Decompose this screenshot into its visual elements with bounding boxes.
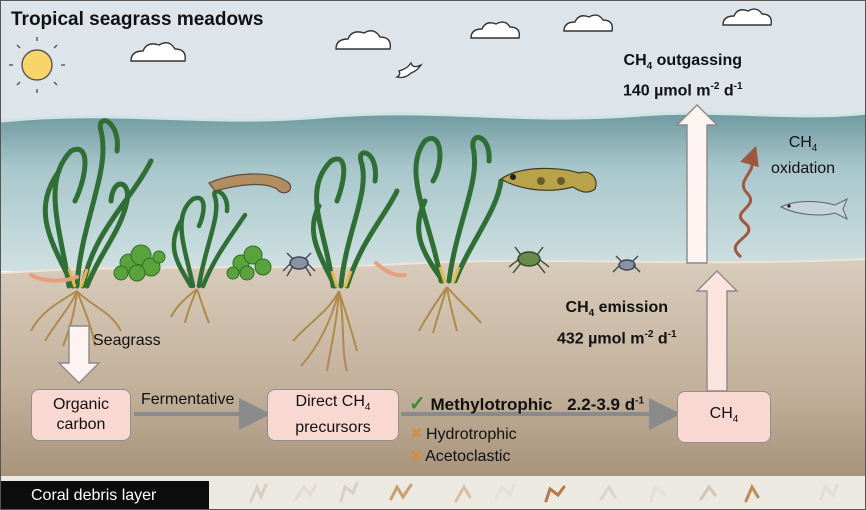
check-icon: ✓ bbox=[409, 393, 426, 415]
acetoclastic-row: × Acetoclastic bbox=[411, 445, 510, 466]
emission-arrow bbox=[695, 270, 739, 392]
outgassing-arrow bbox=[675, 104, 719, 264]
water bbox=[1, 113, 865, 271]
crab-icon-3 bbox=[612, 255, 641, 273]
sun-icon bbox=[9, 37, 65, 93]
seagrass-plant-2 bbox=[170, 189, 248, 324]
small-fish-icon bbox=[779, 197, 848, 221]
goby-fish-icon bbox=[499, 167, 597, 193]
methane-box: CH4 bbox=[677, 391, 771, 443]
organic-carbon-box: Organic carbon bbox=[31, 389, 131, 441]
seagrass-plant-1 bbox=[30, 118, 154, 347]
seagrass-label: Seagrass bbox=[93, 332, 161, 349]
worm-icon-2 bbox=[374, 261, 407, 278]
coral-fragments bbox=[249, 481, 839, 503]
fermentative-label: Fermentative bbox=[141, 391, 235, 408]
acetoclastic-label: Acetoclastic bbox=[425, 448, 511, 465]
oxidation-label: CH4 oxidation bbox=[771, 134, 836, 178]
outgassing-label: CH4 outgassing 140 µmol m-2 d-1 bbox=[623, 52, 743, 100]
sky bbox=[1, 1, 865, 131]
organic-carbon-line2: carbon bbox=[56, 416, 106, 433]
methylotrophic-rate: 2.2-3.9 d-1 bbox=[567, 395, 645, 414]
seagrass-plant-4 bbox=[413, 135, 504, 334]
clouds bbox=[130, 8, 772, 62]
crab-icon-1 bbox=[282, 252, 316, 277]
methylotrophic-label: Methylotrophic bbox=[430, 395, 553, 414]
organic-carbon-line1: Organic bbox=[52, 396, 110, 413]
water-surface-line bbox=[1, 111, 865, 123]
emission-label: CH4 emission 432 µmol m-2 d-1 bbox=[557, 299, 677, 348]
hydrotrophic-row: × Hydrotrophic bbox=[411, 423, 517, 444]
cross-icon: × bbox=[411, 445, 422, 465]
diagram-title: Tropical seagrass meadows bbox=[11, 9, 264, 30]
oxidation-arrow-icon bbox=[733, 145, 759, 259]
coral-debris-label: Coral debris layer bbox=[1, 481, 209, 509]
worm-icon bbox=[29, 273, 79, 283]
eel-icon bbox=[208, 173, 292, 194]
bird-icon bbox=[395, 61, 423, 79]
seagrass-plant-3 bbox=[292, 150, 400, 372]
algae-clump-1 bbox=[113, 244, 166, 282]
methylotrophic-row: ✓ Methylotrophic 2.2-3.9 d-1 bbox=[409, 391, 644, 416]
algae-clump-2 bbox=[226, 245, 272, 281]
cross-icon: × bbox=[411, 423, 422, 443]
hydrotrophic-label: Hydrotrophic bbox=[425, 426, 517, 443]
crab-icon-2 bbox=[508, 246, 550, 274]
seagrass-down-arrow bbox=[57, 325, 101, 384]
